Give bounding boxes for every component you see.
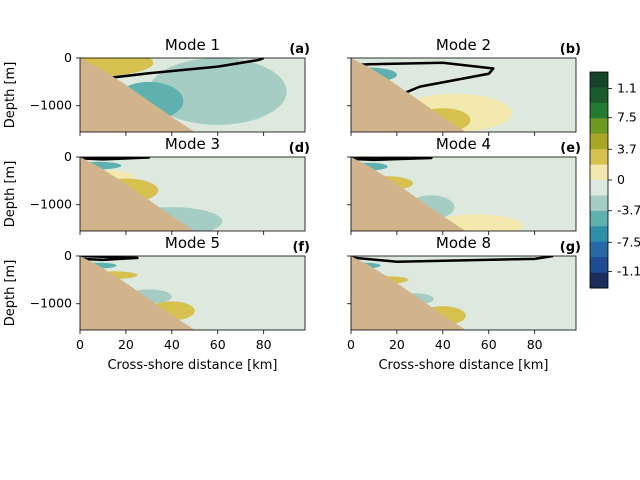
colorbar-swatch bbox=[590, 164, 608, 181]
y-tick-label: −1000 bbox=[30, 197, 72, 212]
panel-mode-2: Mode 2 (b) bbox=[347, 36, 581, 136]
panel-field bbox=[351, 157, 576, 231]
colorbar-swatch bbox=[590, 87, 608, 104]
seafloor bbox=[351, 58, 466, 132]
panel-title: Mode 4 bbox=[436, 135, 491, 153]
y-tick-label: −1000 bbox=[30, 296, 72, 311]
y-axis-label: Depth [m] bbox=[3, 161, 18, 228]
y-tick-label: −1000 bbox=[30, 98, 72, 113]
axes-frame bbox=[79, 156, 306, 232]
panel-field bbox=[351, 256, 576, 330]
axes-frame bbox=[350, 156, 577, 232]
zero-contour bbox=[351, 256, 554, 263]
x-tick-label: 80 bbox=[527, 337, 543, 352]
colorbar-swatch bbox=[590, 149, 608, 166]
axes-frame bbox=[79, 255, 306, 331]
colorbar-swatch bbox=[590, 180, 608, 196]
x-tick-label: 20 bbox=[389, 337, 405, 352]
panel-tag: (a) bbox=[289, 42, 310, 57]
axes-frame bbox=[350, 57, 577, 133]
y-tick-label: 0 bbox=[64, 50, 72, 65]
colorbar-swatch bbox=[590, 241, 608, 258]
y-tick-label: 0 bbox=[64, 149, 72, 164]
colorbar-tick-label: 1.1 bbox=[617, 81, 637, 96]
seafloor bbox=[351, 157, 466, 231]
panel-mode-1: Mode 1 (a) 0 −1000 Depth [m] bbox=[3, 36, 310, 136]
colorbar-swatch bbox=[590, 226, 608, 243]
panel-field bbox=[80, 58, 305, 132]
colorbar-swatch bbox=[590, 257, 608, 274]
x-axis-label: Cross-shore distance [km] bbox=[378, 358, 548, 373]
panel-mode-3: Mode 3 (d) 0 −1000 Depth [m] bbox=[3, 135, 310, 235]
colorbar-swatch bbox=[590, 195, 608, 212]
y-axis-label: Depth [m] bbox=[3, 260, 18, 327]
x-tick-label: 40 bbox=[435, 337, 451, 352]
colorbar-swatch bbox=[590, 210, 608, 227]
colorbar-swatch bbox=[590, 118, 608, 135]
x-tick-label: 40 bbox=[164, 337, 180, 352]
axes-frame bbox=[79, 57, 306, 133]
panel-tag: (b) bbox=[560, 42, 581, 57]
panel-field bbox=[80, 157, 305, 231]
field-blob bbox=[148, 58, 287, 125]
seafloor bbox=[351, 256, 466, 330]
colorbar-swatch bbox=[590, 272, 608, 289]
panel-tag: (d) bbox=[289, 141, 310, 156]
axes-frame bbox=[350, 255, 577, 331]
panel-title: Mode 3 bbox=[165, 135, 220, 153]
colorbar-tick-label: -7.5 bbox=[617, 234, 640, 249]
panel-title: Mode 8 bbox=[436, 234, 491, 252]
panel-title: Mode 2 bbox=[436, 36, 491, 54]
panel-title: Mode 1 bbox=[165, 36, 220, 54]
x-tick-label: 80 bbox=[256, 337, 272, 352]
panel-field bbox=[351, 58, 576, 132]
panel-mode-5: Mode 5 (f) 0 −1000 Depth [m] 0 20 40 60 80Cross-s… bbox=[3, 234, 310, 373]
colorbar-swatch bbox=[590, 133, 608, 150]
zero-contour bbox=[351, 157, 433, 162]
seafloor bbox=[80, 256, 195, 330]
zero-contour bbox=[80, 256, 139, 262]
colorbar-tick-label: 0 bbox=[617, 172, 625, 187]
colorbar-tick-label: -1.1 bbox=[617, 263, 640, 278]
x-tick-label: 60 bbox=[481, 337, 497, 352]
x-tick-label: 0 bbox=[76, 337, 84, 352]
panel-field bbox=[80, 256, 305, 330]
seafloor bbox=[80, 58, 195, 132]
colorbar-tick-label: 3.7 bbox=[617, 141, 637, 156]
x-tick-label: 20 bbox=[118, 337, 134, 352]
x-axis-label: Cross-shore distance [km] bbox=[107, 358, 277, 373]
colorbar-swatch bbox=[590, 102, 608, 119]
panel-tag: (g) bbox=[560, 240, 581, 255]
panel-mode-4: Mode 4 (e) bbox=[347, 135, 581, 235]
x-tick-label: 60 bbox=[210, 337, 226, 352]
colorbar-swatch bbox=[590, 72, 608, 88]
panel-title: Mode 5 bbox=[165, 234, 220, 252]
panel-tag: (f) bbox=[292, 240, 310, 255]
zero-contour bbox=[351, 61, 495, 98]
x-tick-label: 0 bbox=[347, 337, 355, 352]
seafloor bbox=[80, 157, 195, 231]
colorbar-tick-label: 7.5 bbox=[617, 110, 637, 125]
colorbar-tick-label: -3.7 bbox=[617, 203, 640, 218]
y-tick-label: 0 bbox=[64, 248, 72, 263]
y-axis-label: Depth [m] bbox=[3, 62, 18, 129]
colorbar: 1.1 7.5 3.7 0 -3.7 -7.5 -1.1 bbox=[589, 71, 640, 289]
panel-tag: (e) bbox=[560, 141, 581, 156]
